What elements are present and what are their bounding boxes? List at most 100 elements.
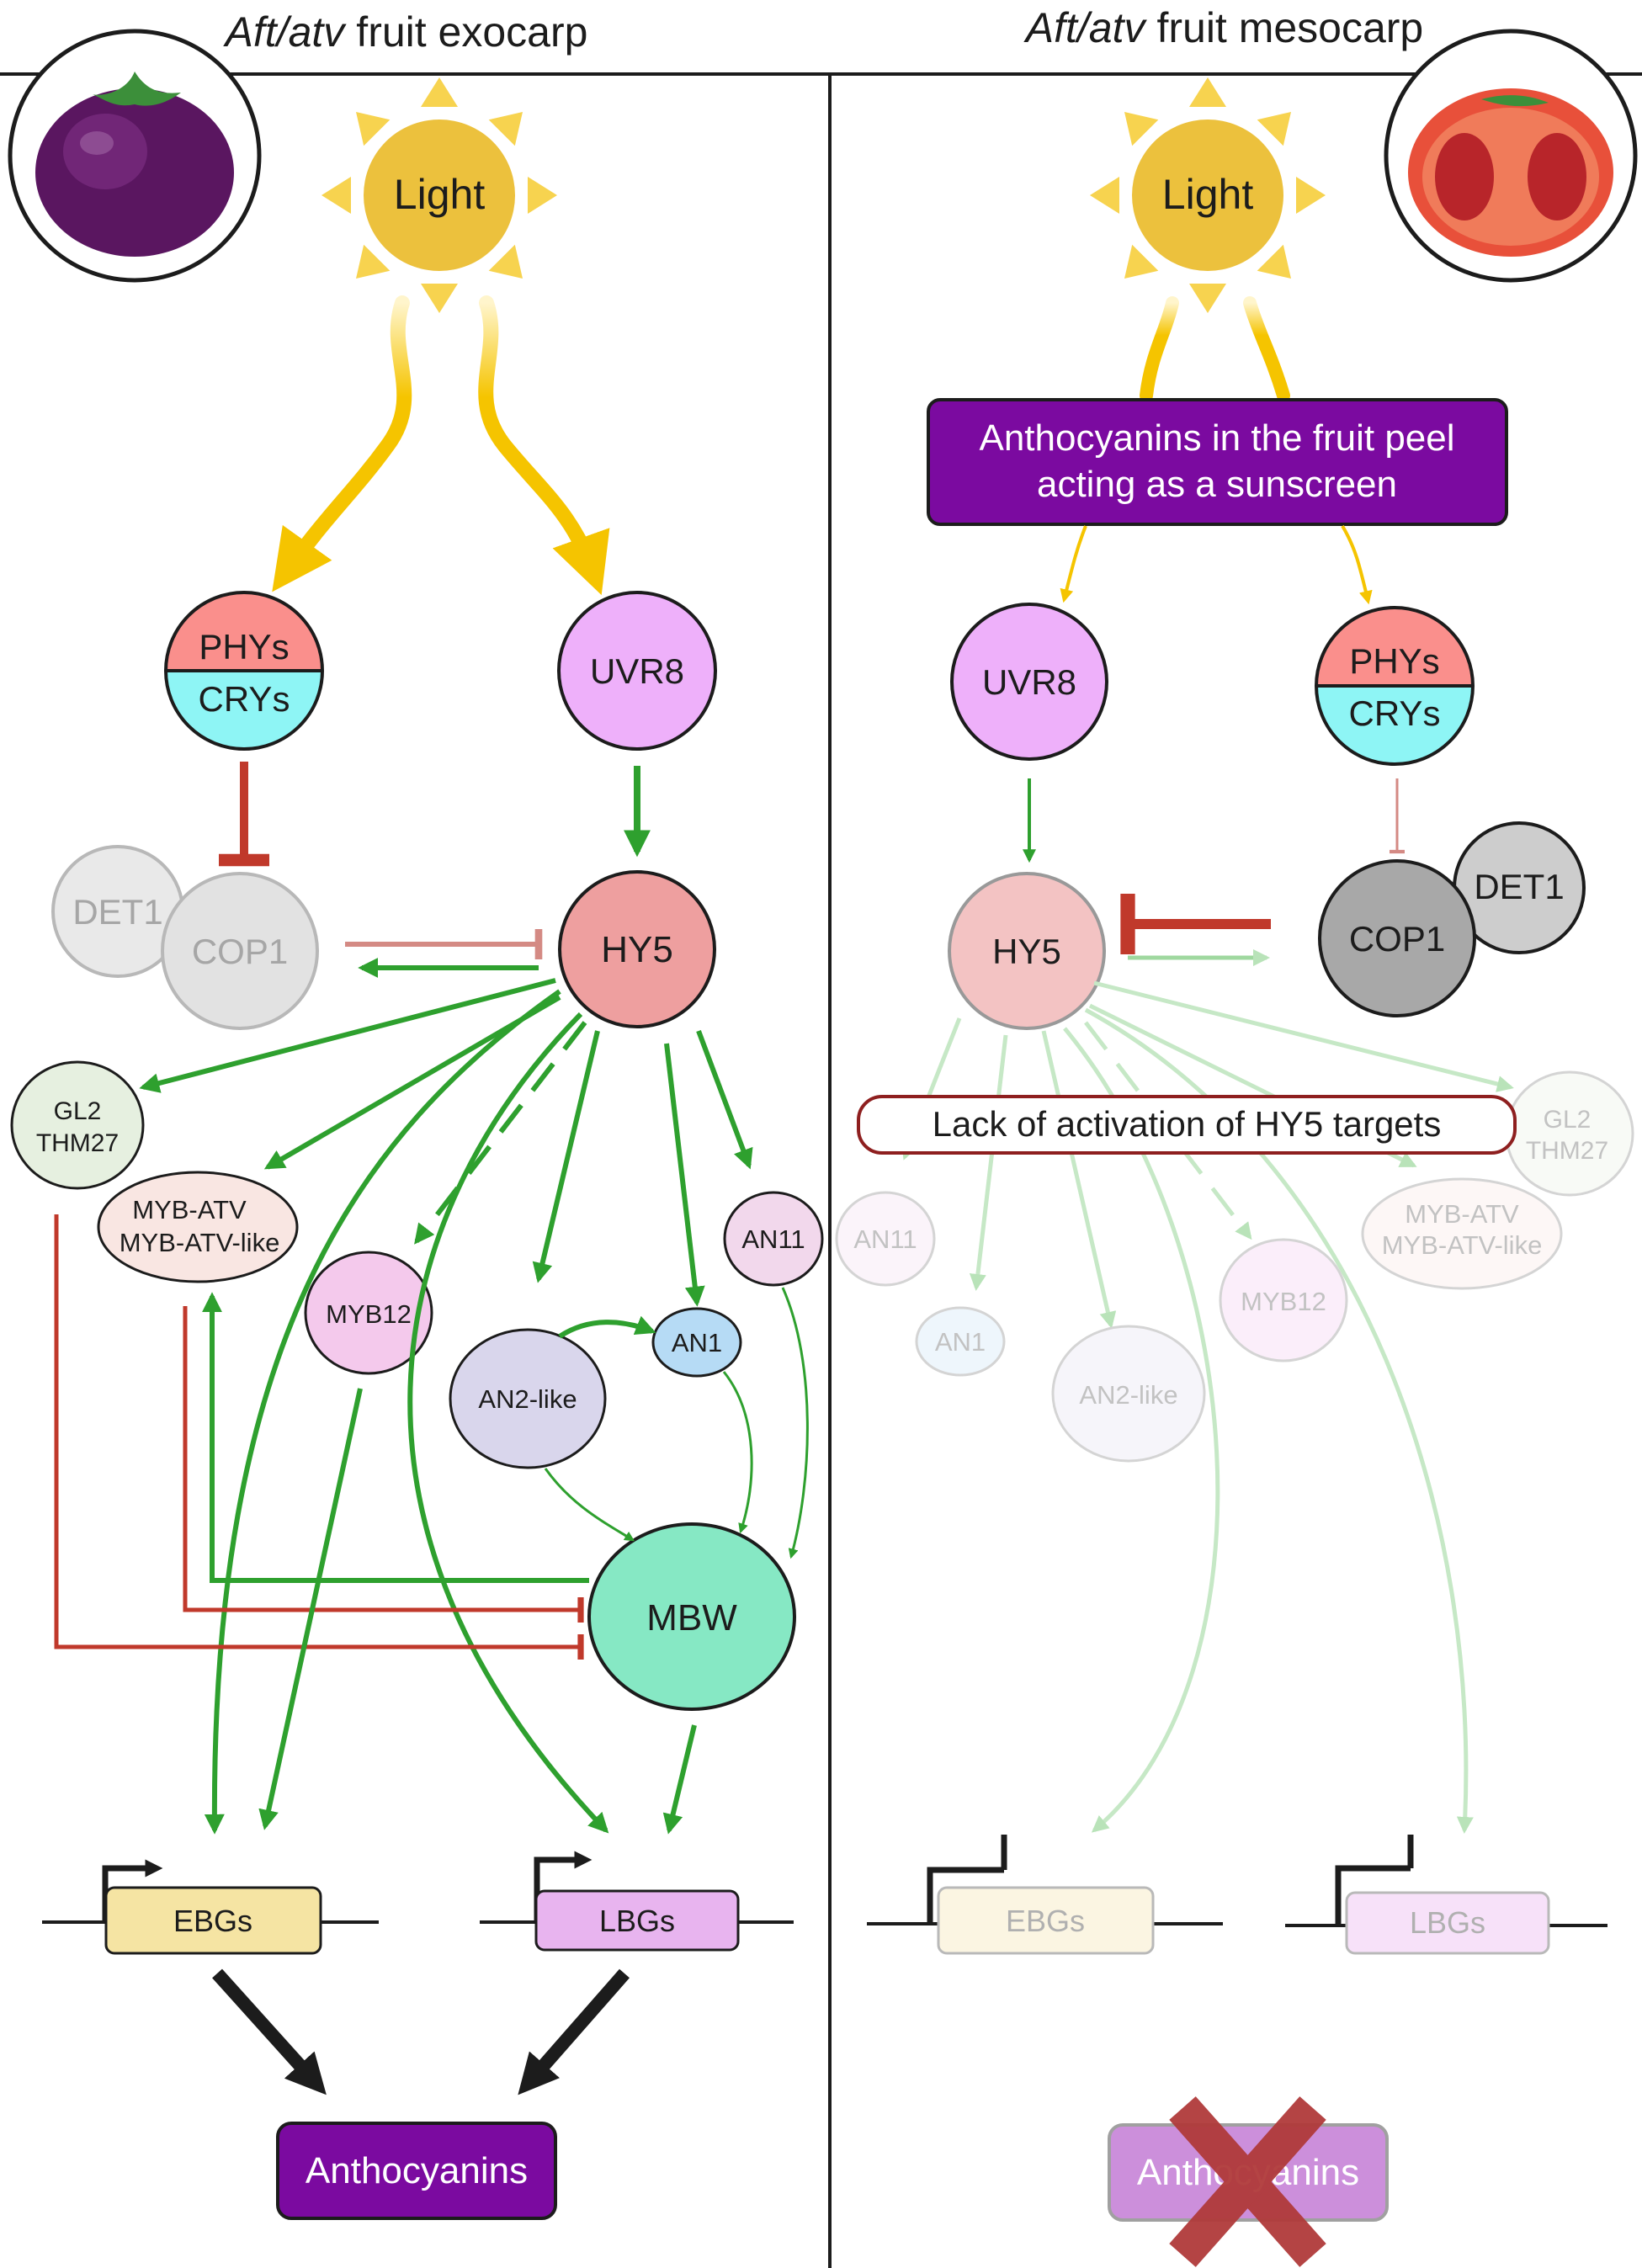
- weak-light-to-phys: [1341, 524, 1373, 605]
- lbgs-box-left: [534, 1889, 740, 1952]
- cop1-label-left: COP1: [192, 932, 288, 971]
- sun-ray: [1090, 177, 1119, 214]
- right-light-label: Light: [1162, 171, 1254, 218]
- sun-ray: [1124, 244, 1159, 279]
- uvr8-label-right: UVR8: [982, 662, 1076, 702]
- lbgs-label-right: LBGs: [1410, 1905, 1485, 1940]
- crys-label-right: CRYs: [1349, 693, 1441, 733]
- an11-node-left: [723, 1191, 824, 1287]
- gl2-node-right: [1505, 1070, 1634, 1197]
- an2-like-to-mbw: [544, 1468, 635, 1542]
- hy5-label-right: HY5: [992, 932, 1061, 971]
- ebgs-box-left: [104, 1886, 322, 1955]
- sunscreen-label-line1: Anthocyanins in the fruit peel: [979, 417, 1454, 459]
- myb-atv-like-label-left: MYB-ATV-like: [120, 1228, 280, 1257]
- mbw-node-left: [587, 1522, 796, 1711]
- an2-like-node-left: [449, 1328, 607, 1469]
- sun-ray: [356, 244, 391, 279]
- an1-label-left: AN1: [672, 1328, 722, 1357]
- mbw-activates-myb-atv: [202, 1292, 589, 1583]
- myb12-label-left: MYB12: [326, 1299, 412, 1329]
- sun-ray: [356, 112, 391, 146]
- cop1-node-right: [1318, 859, 1476, 1017]
- sunscreen-label-line2: acting as a sunscreen: [1037, 464, 1397, 505]
- myb-atv-node-right: [1361, 1177, 1563, 1290]
- ebgs-blocked-promoter-right: [927, 1835, 1007, 1924]
- an2-like-label-right: AN2-like: [1079, 1380, 1177, 1410]
- thm27-label-left: THM27: [36, 1129, 119, 1157]
- weak-light-to-uvr8: [1060, 525, 1087, 603]
- anthocyanins-box-left: [276, 2122, 557, 2220]
- hy5-label-left: HY5: [601, 929, 673, 970]
- sun-icon-right: [1090, 77, 1326, 313]
- myb12-activates-ebgs: [258, 1388, 363, 1830]
- myb12-node-left: [304, 1251, 433, 1375]
- an1-to-mbw: [722, 1371, 753, 1534]
- sun-ray: [488, 244, 523, 279]
- uvr8-label-left: UVR8: [590, 651, 684, 691]
- an2-like-label-left: AN2-like: [478, 1384, 577, 1414]
- sun-ray: [528, 177, 557, 214]
- det1-label-right: DET1: [1474, 867, 1564, 906]
- an1-label-right: AN1: [935, 1327, 986, 1357]
- gl2-node-left: [10, 1060, 145, 1190]
- light-arrow-to-phys: [272, 295, 412, 592]
- sun-disc: [1132, 120, 1283, 271]
- lbgs-label-left: LBGs: [599, 1904, 675, 1938]
- an11-label-left: AN11: [741, 1224, 805, 1254]
- cop1-node-left: [161, 872, 319, 1030]
- ebgs-to-anthocyanins: [212, 1968, 327, 2095]
- an1-node-right: [915, 1306, 1006, 1377]
- sun-ray: [1124, 112, 1159, 146]
- crys-label-left: CRYs: [199, 679, 290, 719]
- myb-atv-node-left: [97, 1171, 299, 1283]
- anthocyanins-label-left: Anthocyanins: [306, 2150, 528, 2191]
- sun-disc: [364, 120, 515, 271]
- lack-activation-label: Lack of activation of HY5 targets: [933, 1104, 1442, 1144]
- gl2-label-right: GL2: [1544, 1106, 1592, 1134]
- sun-ray: [421, 77, 458, 107]
- thm27-label-right: THM27: [1526, 1137, 1608, 1165]
- sun-icon-left: [321, 77, 557, 313]
- sun-ray: [1257, 112, 1291, 146]
- left-light-label: Light: [394, 171, 486, 218]
- ebgs-label-left: EBGs: [173, 1904, 252, 1938]
- mbw-label-left: MBW: [646, 1597, 737, 1639]
- lbgs-to-anthocyanins: [518, 1968, 630, 2095]
- myb12-label-right: MYB12: [1241, 1287, 1326, 1316]
- an2-like-node-right: [1051, 1325, 1206, 1463]
- hy5-target-arrows-right: [901, 980, 1514, 1834]
- ebgs-box-right: [937, 1886, 1155, 1955]
- an2-like-activates-an1: [558, 1315, 656, 1339]
- hy5-node-left: [558, 870, 716, 1028]
- ebgs-label-right: EBGs: [1006, 1904, 1085, 1938]
- sun-ray: [488, 112, 523, 146]
- uvr8-node-left: [557, 591, 717, 751]
- lack-activation-box: [857, 1095, 1517, 1155]
- light-arrow-to-uvr8: [478, 295, 610, 596]
- myb-atv-represses-mbw: [183, 1306, 584, 1623]
- lbgs-blocked-promoter-right: [1335, 1835, 1414, 1925]
- uvr8-node-right: [950, 603, 1108, 761]
- phys-crys-node-right: [1315, 606, 1475, 766]
- sunscreen-box: [927, 398, 1508, 526]
- sun-ray: [1296, 177, 1326, 214]
- sun-ray: [1189, 284, 1226, 313]
- myb-atv-label-left: MYB-ATV: [132, 1195, 247, 1224]
- phys-label-right: PHYs: [1349, 641, 1439, 681]
- light-arrow-right-2: [1243, 296, 1290, 402]
- an11-node-right: [835, 1191, 936, 1287]
- cross-icon: [1169, 2096, 1326, 2267]
- purple-tomato-icon: [8, 29, 262, 283]
- gl2-label-left: GL2: [54, 1097, 102, 1125]
- myb-atv-like-label-right: MYB-ATV-like: [1382, 1230, 1543, 1260]
- myb-atv-label-right: MYB-ATV: [1405, 1199, 1519, 1229]
- sun-ray: [321, 177, 351, 214]
- cop1-label-right: COP1: [1349, 919, 1445, 959]
- sun-ray: [1257, 244, 1291, 279]
- an1-node-left: [651, 1307, 742, 1378]
- sun-ray: [421, 284, 458, 313]
